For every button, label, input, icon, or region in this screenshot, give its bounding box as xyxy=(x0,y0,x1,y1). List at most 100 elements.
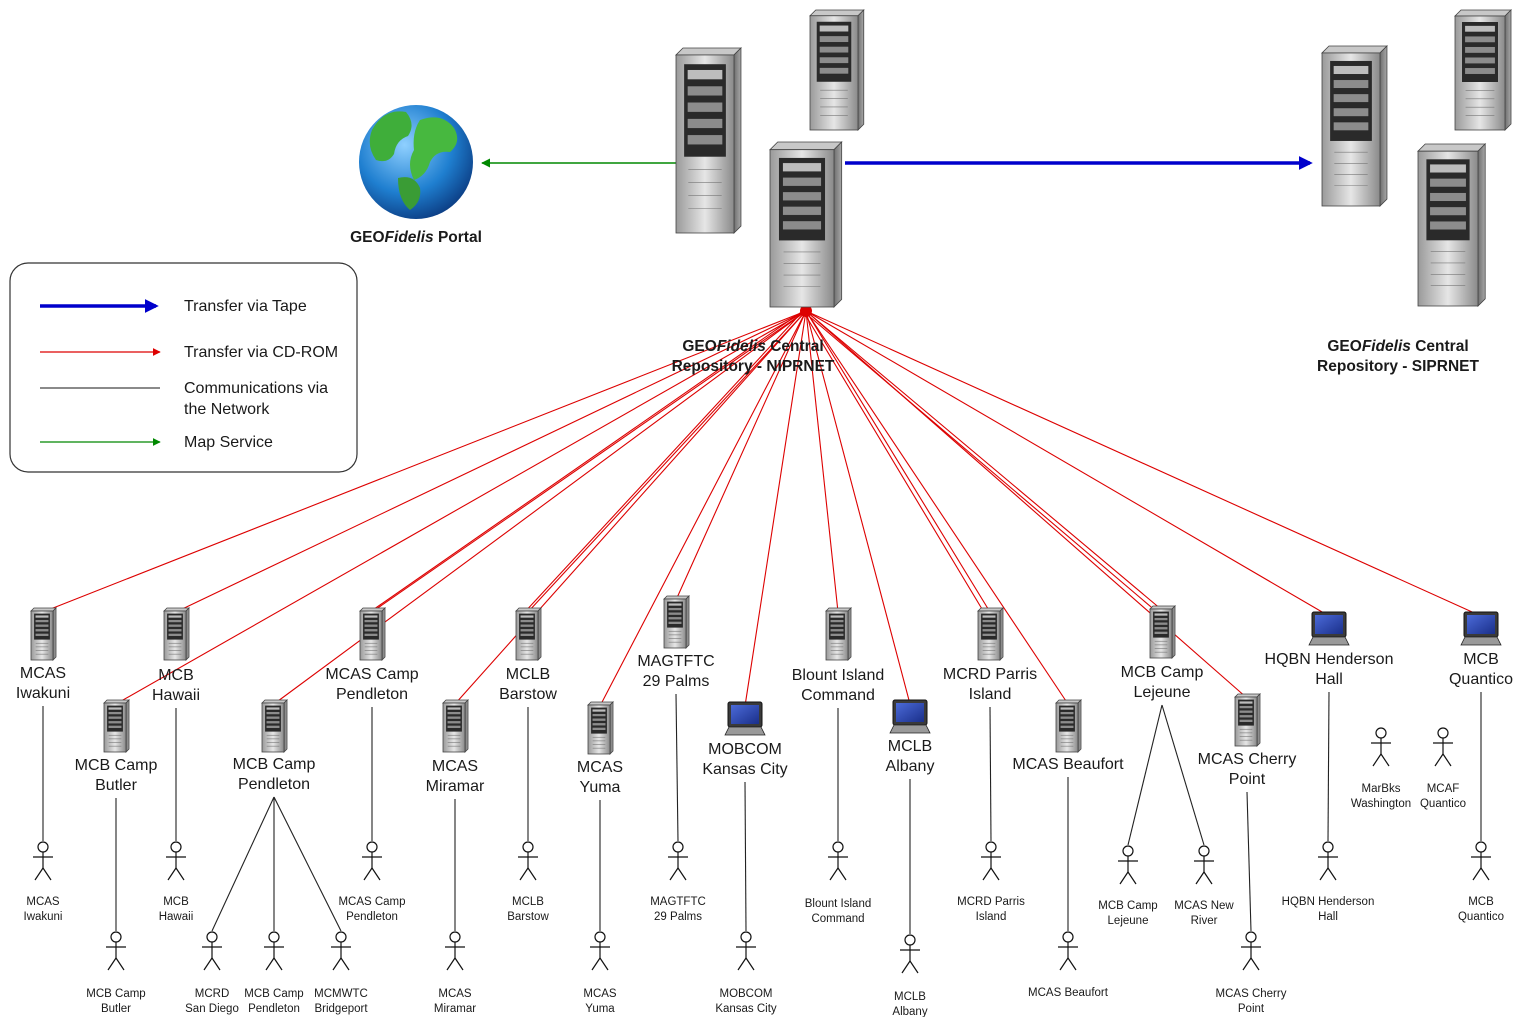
cdrom-line-mclb-barstow xyxy=(527,310,807,613)
site-label-line: MCB Camp xyxy=(75,757,158,774)
legend-label-line: Communications via xyxy=(184,380,328,397)
user-label-line: MCAS xyxy=(438,988,472,1000)
cdrom-hub xyxy=(800,305,812,317)
user-icon xyxy=(518,841,538,881)
cdrom-line-mcb-camp-lejeune xyxy=(805,310,1163,611)
user-label-line: Iwakuni xyxy=(24,911,63,923)
network-line xyxy=(1127,704,1163,846)
user-icon xyxy=(264,931,284,971)
user-icon xyxy=(1118,845,1138,885)
user-icon xyxy=(166,841,186,881)
site-label-line: MCB xyxy=(1463,651,1499,668)
user-label-line: MCB xyxy=(1468,896,1494,908)
user-label-line: Quantico xyxy=(1458,911,1504,923)
user-label-line: Washington xyxy=(1351,798,1411,810)
cdrom-line-mcb-hawaii xyxy=(175,310,807,613)
user-label-line: Pendleton xyxy=(346,911,398,923)
portal-label-italic: Fidelis xyxy=(385,229,434,246)
user-icon xyxy=(668,841,688,881)
user-icon xyxy=(1471,841,1491,881)
site-label-line: MCLB xyxy=(888,738,932,755)
siprnet-label-line1: GEOFidelis Central xyxy=(1327,338,1468,355)
siprnet-server-top xyxy=(1454,9,1512,131)
network-line xyxy=(1161,704,1205,846)
user-label-line: Albany xyxy=(892,1006,927,1017)
cdrom-line-mcas-cherry-point xyxy=(805,310,1248,699)
cdrom-line-extra xyxy=(522,310,804,615)
user-label-line: MCRD Parris xyxy=(957,896,1025,908)
user-label-line: Island xyxy=(976,911,1007,923)
site-label: MCAS Beaufort xyxy=(1012,756,1124,773)
legend-label: Transfer via CD-ROM xyxy=(184,344,338,361)
site-label-line: MCB xyxy=(158,667,194,684)
user-label: MCB Quantico xyxy=(1458,896,1504,923)
user-icon xyxy=(1241,931,1261,971)
siprnet-label-italic: Fidelis xyxy=(1362,338,1411,355)
user-label-line: Bridgeport xyxy=(314,1003,368,1015)
user-label-line: MCB Camp xyxy=(1098,900,1157,912)
network-line xyxy=(211,796,275,932)
network-line xyxy=(1246,791,1252,932)
user-label-line: MCLB xyxy=(512,896,544,908)
user-label-line: Point xyxy=(1238,1003,1265,1015)
cdrom-line-magtftc-29-palms xyxy=(675,310,807,601)
site-label-line: MCAS Camp xyxy=(325,666,418,683)
siprnet-central-server xyxy=(1417,143,1487,307)
site-label-line: MCLB xyxy=(506,666,550,683)
user-label-line: MCAS New xyxy=(1174,900,1234,912)
user-label-line: HQBN Henderson xyxy=(1282,896,1375,908)
site-label-line: MCAS Beaufort xyxy=(1012,756,1124,773)
siprnet-server-back xyxy=(1321,45,1388,207)
user-label-line: Yuma xyxy=(585,1003,615,1015)
site-label-line: Hall xyxy=(1315,671,1343,688)
server-icon xyxy=(977,607,1004,661)
laptop-icon xyxy=(724,701,766,736)
server-icon xyxy=(103,699,130,753)
cdrom-line-extra xyxy=(802,310,986,615)
niprnet-label-prefix: GEO xyxy=(682,338,716,355)
site-label-line: Yuma xyxy=(580,779,621,796)
user-label-line: MCB Camp xyxy=(244,988,303,1000)
site-label-line: Pendleton xyxy=(336,686,408,703)
user-label-line: MCAS Beaufort xyxy=(1028,987,1109,999)
server-icon xyxy=(663,595,690,649)
user-label-line: MAGTFTC xyxy=(650,896,706,908)
user-icon xyxy=(106,931,126,971)
site-label-line: Butler xyxy=(95,777,137,794)
